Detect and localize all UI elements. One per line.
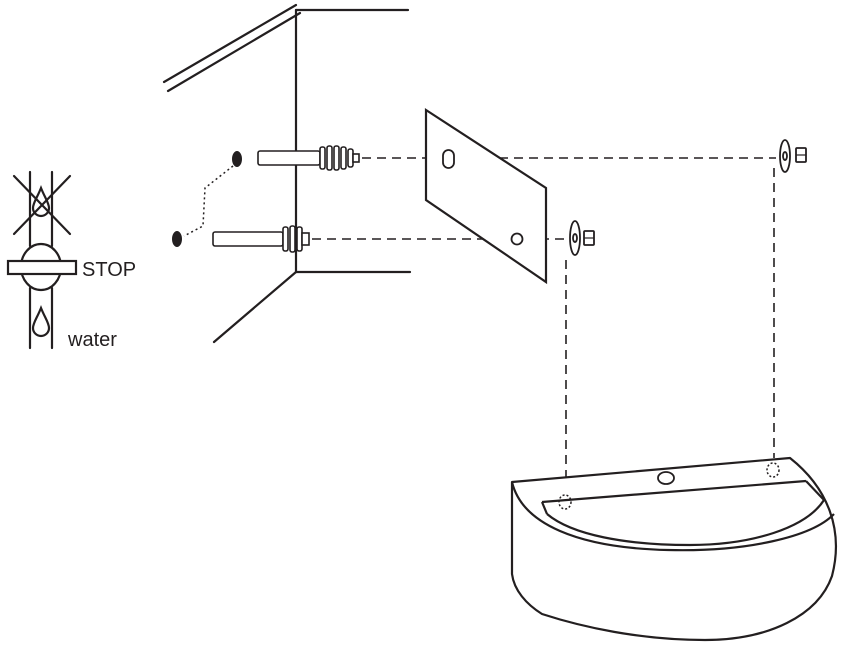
wall-anchor-lower <box>212 225 310 253</box>
plate-hole-lower <box>510 232 524 246</box>
stop-label: STOP <box>82 259 136 281</box>
basin-bowl <box>546 499 825 547</box>
mounting-hole-left <box>558 494 572 510</box>
drill-holes <box>172 151 242 247</box>
wall-corner <box>162 3 412 344</box>
drill-hole-lower <box>172 231 182 247</box>
cross-icon <box>12 174 72 236</box>
basin-body <box>510 456 837 642</box>
basin-outer-rim <box>510 481 835 552</box>
washbasin <box>510 456 837 642</box>
basin-back-edge <box>541 479 807 504</box>
tap-hole <box>657 471 675 485</box>
washer-nut-upper <box>779 139 807 173</box>
valve-handle <box>6 259 78 276</box>
mounting-plate <box>424 107 548 285</box>
water-label: water <box>67 329 117 351</box>
plate-slot-upper <box>442 149 455 169</box>
water-drop-icon <box>31 185 51 218</box>
mounting-hole-right <box>766 462 780 478</box>
washer-nut-lower <box>569 220 595 256</box>
water-stop-valve <box>6 170 78 350</box>
wall-anchor-upper <box>257 145 360 171</box>
drill-hole-upper <box>232 151 242 167</box>
water-drop-icon <box>31 305 51 338</box>
pipe <box>28 170 54 350</box>
drill-hole-connector <box>183 165 234 237</box>
